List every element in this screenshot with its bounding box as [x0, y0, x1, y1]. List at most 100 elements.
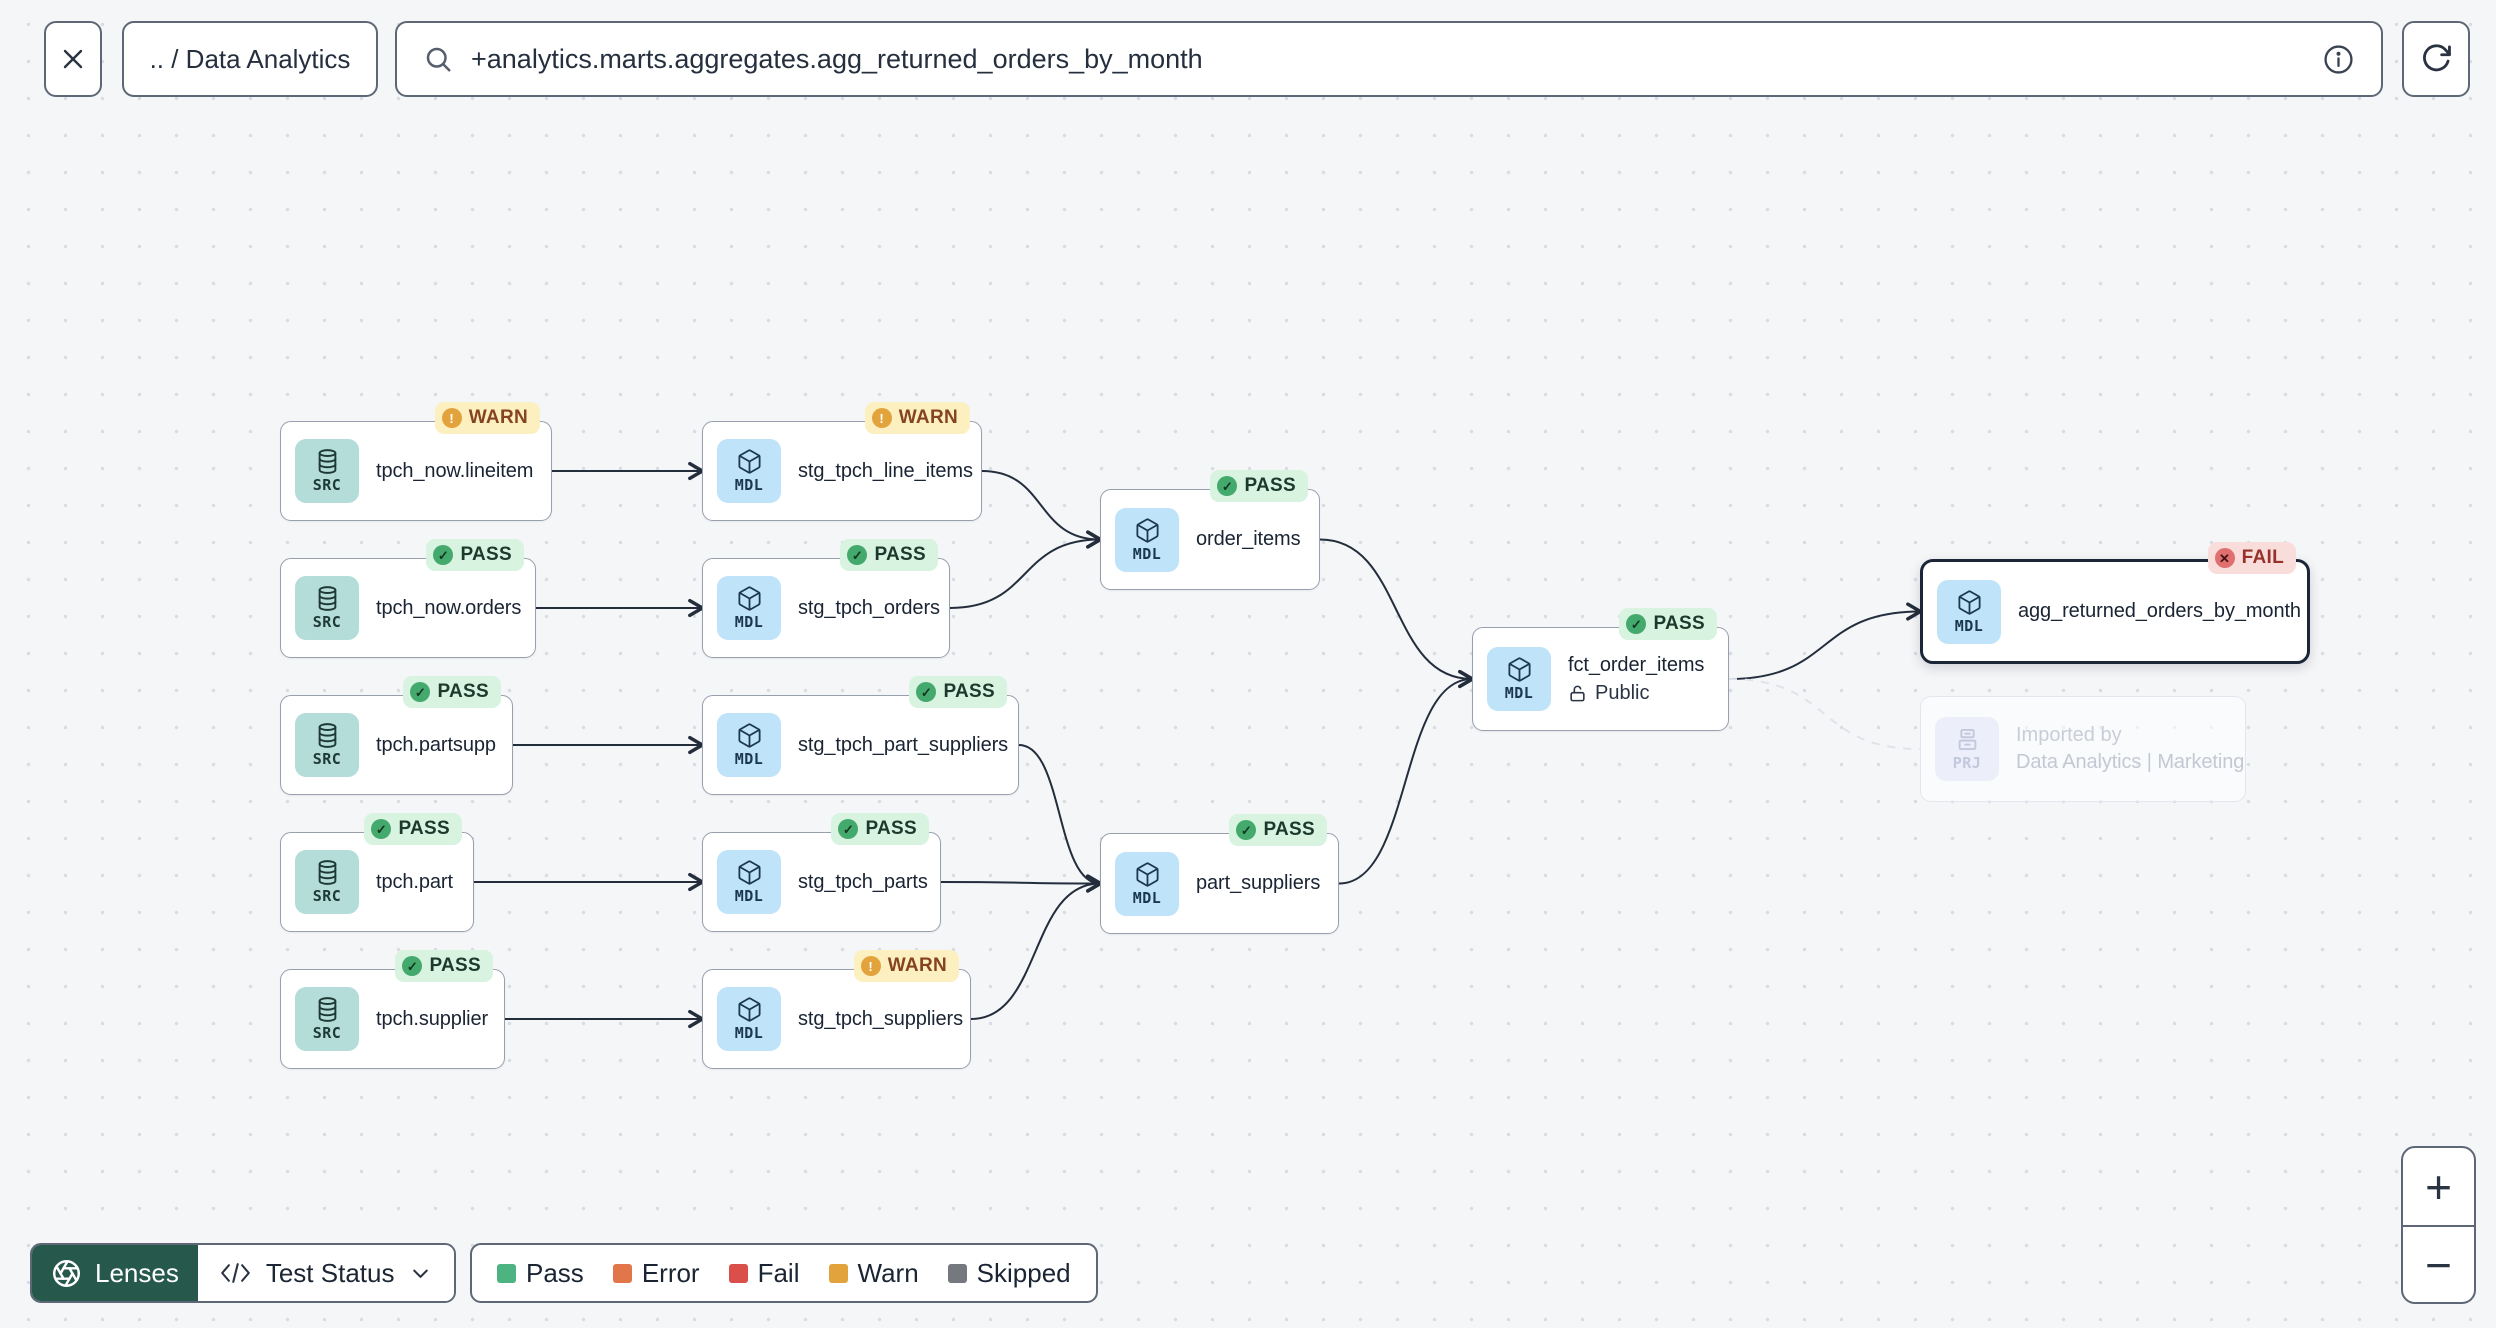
node-title: fct_order_items [1568, 653, 1705, 676]
search-icon [423, 44, 453, 74]
status-badge-label: PASS [874, 544, 926, 565]
node-kind-label: MDL [1504, 684, 1534, 702]
legend-item-pass: Pass [497, 1258, 584, 1289]
cube-icon: MDL [717, 439, 781, 503]
zoom-out-button[interactable]: − [2403, 1225, 2474, 1302]
node-kind-label: MDL [734, 476, 764, 494]
zoom-controls: + − [2401, 1146, 2476, 1304]
status-badge-label: WARN [887, 955, 947, 976]
status-badge-pass: ✓PASS [364, 813, 462, 845]
cube-icon: MDL [717, 987, 781, 1051]
node-labels: tpch_now.lineitem [376, 460, 533, 483]
legend-label: Error [641, 1257, 700, 1288]
status-badge-label: FAIL [2241, 547, 2284, 568]
status-badge-label: PASS [429, 955, 481, 976]
cube-icon: MDL [717, 850, 781, 914]
project-icon: PRJ [1935, 717, 1999, 781]
graph-node-stg_tpch_suppliers[interactable]: ! WARN MDL stg_tpch_suppliers [702, 950, 971, 1069]
graph-node-tpch_now_lineitem[interactable]: ! WARN SRC tpch_now.lineitem [280, 402, 552, 521]
status-dot-icon: ✓ [371, 819, 392, 839]
breadcrumb[interactable]: .. / Data Analytics [122, 21, 378, 97]
database-icon: SRC [295, 987, 359, 1051]
node-title: stg_tpch_line_items [798, 459, 973, 482]
node-title: tpch_now.lineitem [376, 459, 534, 482]
status-dot-icon: ! [860, 956, 881, 976]
node-labels: stg_tpch_suppliers [798, 1007, 963, 1031]
status-dot-icon: ! [441, 408, 462, 428]
node-access: Public [1568, 682, 1704, 705]
edge-stg_tpch_parts-to-part_suppliers [940, 874, 1103, 893]
refresh-button[interactable] [2402, 21, 2470, 97]
status-badge-warn: ! WARN [434, 402, 540, 434]
lenses-control: Lenses Test Status [30, 1243, 457, 1303]
graph-node-tpch_now_orders[interactable]: ✓ PASS SRC tpch_now.orders [280, 539, 536, 658]
status-dot-icon: ✓ [433, 545, 454, 565]
breadcrumb-label: .. / Data Analytics [149, 43, 351, 74]
status-badge-label: PASS [1244, 475, 1296, 496]
lock-open-icon [1568, 684, 1587, 703]
status-dot-icon: ✓ [916, 682, 937, 702]
close-button[interactable] [44, 21, 102, 97]
node-labels: agg_returned_orders_by_month [2018, 600, 2301, 623]
graph-node-stg_tpch_orders[interactable]: ✓ PASS MDL stg_tpch_orders [702, 539, 950, 658]
search-bar [395, 21, 2383, 97]
status-badge-pass: ✓ PASS [840, 539, 938, 571]
node-title: stg_tpch_suppliers [798, 1007, 963, 1030]
node-title: tpch_now.orders [376, 596, 522, 619]
lens-selected-label: Test Status [265, 1257, 395, 1288]
node-labels: part_suppliers [1196, 872, 1320, 895]
node-labels: stg_tpch_orders [798, 597, 940, 620]
cube-icon: MDL [1115, 851, 1179, 916]
node-labels: stg_tpch_part_suppliers [798, 734, 1008, 757]
status-badge-label: WARN [468, 407, 528, 428]
legend-swatch [828, 1263, 848, 1283]
node-kind-label: SRC [312, 476, 342, 494]
node-kind-label: MDL [734, 613, 764, 631]
edge-part_suppliers-to-fct_order_items [1338, 669, 1475, 885]
lenses-button[interactable]: Lenses [32, 1245, 198, 1301]
refresh-icon [2419, 42, 2453, 76]
legend-item-warn: Warn [828, 1258, 919, 1289]
edge-stg_tpch_orders-to-order_items [949, 530, 1103, 609]
chevron-down-icon [409, 1262, 432, 1285]
node-title: tpch.part [376, 870, 453, 893]
node-title: tpch.partsupp [376, 733, 496, 756]
x-icon [57, 43, 89, 75]
legend-swatch [728, 1263, 748, 1283]
cube-icon: MDL [1115, 507, 1179, 572]
node-labels: stg_tpch_line_items [798, 459, 973, 483]
lens-selector[interactable]: Test Status [197, 1245, 455, 1301]
node-note: Imported by [2016, 724, 2122, 746]
node-kind-label: MDL [1954, 616, 1984, 635]
info-icon[interactable] [2322, 43, 2355, 76]
node-kind-label: SRC [312, 613, 342, 631]
zoom-in-button[interactable]: + [2425, 1160, 2452, 1213]
status-badge-label: PASS [460, 544, 512, 565]
status-badge-pass: ✓ PASS [426, 539, 524, 571]
legend-swatch [497, 1263, 516, 1283]
node-kind-label: SRC [312, 1024, 342, 1042]
node-labels: stg_tpch_parts [798, 871, 928, 894]
status-badge-label: WARN [898, 407, 958, 428]
status-dot-icon: ✓ [838, 819, 859, 839]
status-dot-icon: ✓ [847, 545, 868, 565]
node-kind-label: SRC [312, 750, 342, 768]
edge-stg_tpch_line_items-to-order_items [981, 470, 1103, 549]
database-icon: SRC [295, 713, 359, 777]
search-input[interactable] [471, 43, 2304, 75]
cube-icon: MDL [717, 576, 781, 640]
node-title: order_items [1196, 528, 1301, 550]
